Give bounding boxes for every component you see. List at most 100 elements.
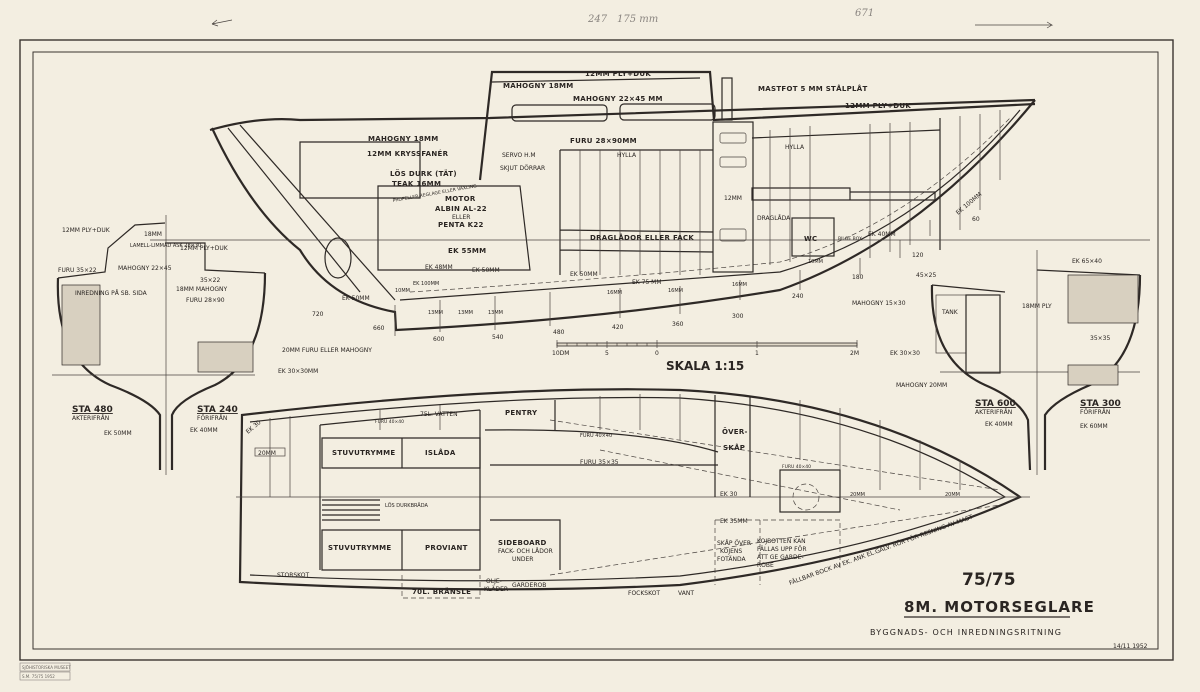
inner-border bbox=[32, 51, 1159, 650]
station-label: 240 bbox=[792, 293, 804, 300]
label: KOJENS bbox=[720, 548, 742, 555]
label: LÖS DURKBRÄDA bbox=[385, 502, 428, 509]
label: 13MM bbox=[458, 310, 473, 316]
station-title: STA 600 bbox=[975, 399, 1016, 409]
pencil-note: 247 bbox=[587, 14, 608, 25]
label: PROVIANT bbox=[425, 544, 468, 552]
station-title: STA 300 bbox=[1080, 399, 1121, 409]
svg-text:S.M. 75/75 1952: S.M. 75/75 1952 bbox=[22, 674, 55, 679]
label: MAHOGNY 22×45 bbox=[118, 265, 172, 272]
label: HYLLA bbox=[617, 152, 637, 159]
label: PENTRY bbox=[505, 409, 538, 417]
label: 10MM bbox=[808, 259, 823, 265]
label: 35×22 bbox=[200, 277, 220, 284]
sternpost bbox=[227, 127, 361, 293]
label: EK 50MM bbox=[570, 271, 598, 278]
sheer-line bbox=[209, 98, 1036, 132]
label: 45×25 bbox=[916, 272, 936, 279]
label: 12MM PLY+DUK bbox=[585, 70, 651, 78]
propeller-icon bbox=[324, 237, 352, 279]
label: FÄLLAS UPP FÖR bbox=[757, 546, 807, 553]
title-block: 75/75 8M. MOTORSEGLARE BYGGNADS- OCH INR… bbox=[870, 570, 1148, 650]
hull-profile bbox=[211, 99, 1036, 332]
label: 18MM PLY bbox=[1022, 303, 1052, 310]
label: 16MM bbox=[668, 288, 683, 294]
label: EK 40MM bbox=[868, 231, 896, 238]
label: EK 50MM bbox=[104, 430, 132, 437]
label: EK 30×30 bbox=[890, 350, 920, 357]
scale-bar: 10DM 5 0 1 2M SKALA 1:15 bbox=[552, 340, 859, 373]
station-title: STA 480 bbox=[72, 405, 113, 415]
arrow-right-icon bbox=[975, 21, 1054, 29]
label: MAHOGNY 18MM bbox=[503, 82, 574, 90]
drawing-number: 75/75 bbox=[962, 570, 1016, 590]
label: FURU 28×90MM bbox=[570, 137, 637, 145]
label: 20MM FURU ELLER MAHOGNY bbox=[282, 347, 372, 354]
station-label: 300 bbox=[732, 313, 744, 320]
label: MAHOGNY 20MM bbox=[896, 382, 947, 389]
label: ROBE bbox=[757, 562, 774, 569]
archive-stamp: SJÖHISTORISKA MUSEET S.M. 75/75 1952 bbox=[19, 662, 71, 681]
label: FURU 28×90 bbox=[186, 297, 225, 304]
label: MASTFOT 5 MM STÅLPLÅT bbox=[758, 84, 868, 93]
label: EK 40MM bbox=[190, 427, 218, 434]
label: ISLÅDA bbox=[425, 448, 456, 457]
label: ALBIN AL-22 bbox=[435, 205, 487, 213]
label: MAHOGNY 15×30 bbox=[852, 300, 906, 307]
label: EK 100MM bbox=[955, 191, 984, 217]
label: EK 55MM bbox=[448, 247, 486, 255]
label: OLJE- bbox=[486, 578, 502, 585]
label: LÖS DURK (TÄT) bbox=[390, 169, 457, 178]
label: 75L. VATTEN bbox=[420, 411, 458, 418]
label: 13MM bbox=[488, 310, 503, 316]
label: 16MM bbox=[732, 282, 747, 288]
station-label: 360 bbox=[672, 321, 684, 328]
window bbox=[511, 104, 608, 122]
label: EK 30 bbox=[245, 419, 263, 436]
label: FURU 40×40 bbox=[375, 419, 404, 425]
label: WC bbox=[804, 235, 817, 243]
station-label: 480 bbox=[553, 329, 565, 336]
label: BILGE BOX bbox=[838, 236, 862, 242]
label: VANT bbox=[678, 590, 694, 597]
label: 13MM bbox=[428, 310, 443, 316]
arrow-left-icon bbox=[211, 19, 233, 27]
window bbox=[619, 103, 716, 121]
scale-tick-label: 5 bbox=[605, 350, 609, 357]
label: 20MM bbox=[850, 492, 865, 498]
label: 10MM bbox=[395, 288, 410, 294]
label: TANK bbox=[941, 309, 959, 316]
keel-inner bbox=[399, 109, 1021, 301]
label: EK 50MM bbox=[472, 267, 500, 274]
label: FOTÄNDA bbox=[717, 556, 746, 563]
label: 12MM bbox=[724, 195, 742, 202]
label: EK 48MM bbox=[425, 264, 453, 271]
station-label: 120 bbox=[912, 252, 924, 259]
plan-view: EK 30 20MM 75L. VATTEN PENTRY FURU 40×40… bbox=[236, 388, 1030, 599]
label: EK 30×30MM bbox=[278, 368, 318, 375]
scale-tick-label: 2M bbox=[850, 350, 859, 357]
label: 18MM bbox=[144, 231, 162, 238]
label: 18MM MAHOGNY bbox=[176, 286, 228, 293]
label: ELLER bbox=[452, 214, 470, 221]
station-label: 60 bbox=[972, 216, 980, 223]
outer-border bbox=[19, 39, 1174, 661]
deck-outline bbox=[238, 388, 1023, 591]
section-sta480-sta240: 12MM PLY+DUK 18MM LAMELL-LIMMAD ASK 28×3… bbox=[52, 215, 372, 475]
label: STORSKOT bbox=[277, 572, 310, 579]
label: 12MM KRYSSFANÉR bbox=[367, 149, 449, 158]
mast-foot bbox=[721, 77, 733, 121]
label: FURU 35×22 bbox=[58, 267, 97, 274]
label: FÖRIFRÅN bbox=[197, 415, 227, 422]
label: AKTERIFRÅN bbox=[975, 409, 1012, 416]
label: FURU 35×35 bbox=[580, 459, 619, 466]
pencil-note: 175 mm bbox=[617, 14, 658, 25]
label: 12MM PLY+DUK bbox=[62, 227, 111, 234]
label: FOCKSKOT bbox=[628, 590, 660, 597]
label: EK 50MM bbox=[342, 295, 370, 302]
drawing-subtitle: BYGGNADS- OCH INREDNINGSRITNING bbox=[870, 628, 1062, 637]
station-label: 600 bbox=[433, 336, 445, 343]
station-label: 540 bbox=[492, 334, 504, 341]
label: FÖRIFRÅN bbox=[1080, 409, 1110, 416]
